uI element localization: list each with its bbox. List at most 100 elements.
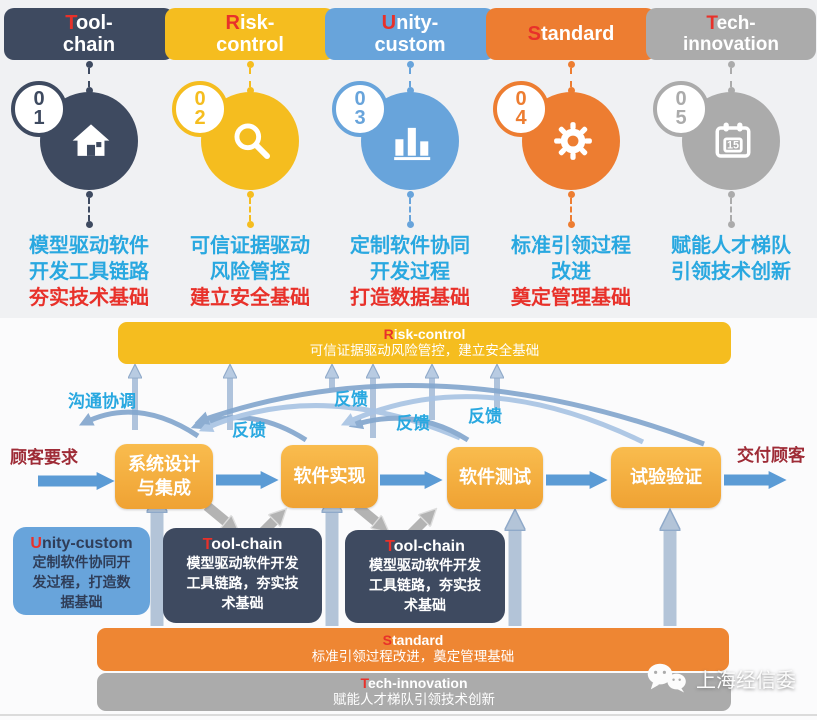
pillar-title-rest: isk- control (216, 11, 284, 56)
standard-bar-title: Standard (97, 628, 729, 649)
label-feedback-4: 反馈 (468, 407, 502, 426)
process-box-software-testing: 软件测试 (447, 447, 543, 509)
pillar-title-rest: tandard (541, 22, 615, 45)
dashed-connector (85, 191, 93, 228)
unity-box-title: Unity-custom (13, 534, 150, 554)
unity-box-body: 定制软件协同开 发过程，打造数 据基础 (32, 556, 131, 611)
pillar-title-tool-chain: Tool- chain (4, 8, 174, 60)
bar-title-rest: ech-innovation (367, 675, 468, 691)
pillar-number: 0 4 (493, 81, 549, 137)
feedback-arcs (78, 383, 705, 447)
pillar-desc-blue: 模型驱动软件 开发工具链路 (29, 235, 149, 283)
pillar-desc-blue: 可信证据驱动 风险管控 (190, 235, 310, 283)
process-box-system-design: 系统设计 与集成 (115, 444, 213, 509)
box-title-rest: nity-custom (41, 535, 133, 552)
box-title-initial: U (30, 535, 42, 552)
dashed-connector (85, 61, 93, 94)
calendar-icon: 15 (715, 122, 751, 158)
pillar-number: 0 1 (11, 81, 67, 137)
pillar-title-rest: nity- custom (374, 11, 446, 56)
tool-chain-box-1: Tool-chain 模型驱动软件开发 工具链路，夯实技 术基础 (163, 528, 322, 623)
process-box-test-verification: 试验验证 (611, 447, 721, 508)
tech-innovation-bar: Tech-innovation 赋能人才梯队引领技术创新 (97, 673, 731, 711)
watermark: 上海经信委 (646, 662, 796, 694)
box-title-rest: ool-chain (211, 536, 283, 553)
pillar-title-standard: Standard (486, 8, 656, 60)
process-box-software-implementation: 软件实现 (281, 445, 378, 508)
dashed-connector (406, 61, 414, 94)
standard-bar: Standard 标准引领过程改进，奠定管理基础 (97, 628, 729, 671)
unity-custom-box: Unity-custom 定制软件协同开 发过程，打造数 据基础 (13, 527, 150, 615)
pillar-title-initial: S (527, 22, 541, 45)
pillar-description: 标准引领过程 改进奠定管理基础 (486, 233, 656, 311)
box-title-initial: T (385, 538, 394, 555)
watermark-label: 上海经信委 (696, 669, 796, 692)
search-icon (234, 123, 271, 160)
dashed-connector (727, 61, 735, 94)
wechat-icon (647, 663, 686, 693)
pillar-number-text: 0 4 (515, 88, 527, 129)
dashed-connector (246, 61, 254, 94)
pillar-title-risk-control: Risk- control (165, 8, 335, 60)
pillar-risk-control: Risk- control 0 2 可信证据驱动 风险管控建立安全基础 (165, 0, 335, 318)
dashed-connector (567, 191, 575, 228)
pillar-number: 0 5 (653, 81, 709, 137)
pillar-title-unity-custom: Unity- custom (325, 8, 495, 60)
calendar-day: 15 (727, 140, 739, 152)
pillar-number-text: 0 3 (354, 88, 366, 129)
pillar-title-initial: T (65, 11, 77, 34)
bar-title-initial: S (382, 632, 392, 648)
pillar-desc-red: 奠定管理基础 (511, 287, 631, 309)
pillar-title-initial: U (381, 11, 397, 34)
pillar-description: 赋能人才梯队 引领技术创新 (646, 233, 816, 285)
pillar-unity-custom: Unity- custom 0 3 定制软件协同 开发过程打造数据基础 (325, 0, 495, 318)
pillar-number-text: 0 5 (675, 88, 687, 129)
label-feedback-2: 反馈 (334, 390, 368, 409)
box-title-initial: T (202, 536, 212, 553)
pillar-tech-innovation: Tech- innovation 15 0 5 赋能人才梯队 引领技术创新 (646, 0, 816, 318)
pillar-desc-blue: 赋能人才梯队 引领技术创新 (671, 235, 791, 283)
pillar-desc-blue: 定制软件协同 开发过程 (350, 235, 470, 283)
pillar-title-tech-innovation: Tech- innovation (646, 8, 816, 60)
tool-box-body: 模型驱动软件开发 工具链路，夯实技 术基础 (369, 559, 481, 614)
pillar-desc-red: 建立安全基础 (190, 287, 310, 309)
pillar-number: 0 2 (172, 81, 228, 137)
label-feedback-1: 反馈 (232, 421, 266, 440)
pillar-desc-blue: 标准引领过程 改进 (511, 235, 631, 283)
dashed-connector (406, 191, 414, 228)
bar-chart-icon (394, 127, 431, 161)
tech-bar-title: Tech-innovation (97, 673, 731, 692)
dashed-connector (246, 191, 254, 228)
standard-bar-subtitle: 标准引领过程改进，奠定管理基础 (311, 649, 515, 665)
risk-control-bar: Risk-control 可信证据驱动风险管控，建立安全基础 (118, 322, 731, 364)
tool-chain-box-2: Tool-chain 模型驱动软件开发 工具链路，夯实技 术基础 (345, 530, 505, 623)
bar-title-initial: R (383, 326, 394, 342)
arrows-to-risk-bar (135, 374, 497, 438)
bar-title-initial: T (360, 675, 368, 691)
label-deliver-to-customer: 交付顾客 (737, 446, 805, 465)
dashed-connector (727, 191, 735, 228)
pillar-tool-chain: Tool- chain 0 1 模型驱动软件 开发工具链路夯实技术基础 (4, 0, 174, 318)
pillar-number-text: 0 2 (194, 88, 206, 129)
home-icon (72, 124, 110, 156)
pillar-desc-red: 夯实技术基础 (29, 287, 149, 309)
pillar-title-initial: R (225, 11, 240, 34)
pillar-number: 0 3 (332, 81, 388, 137)
tool-box-title: Tool-chain (163, 535, 322, 555)
pillar-number-text: 0 1 (33, 88, 45, 129)
tool-box-title: Tool-chain (345, 537, 505, 557)
pillar-standard: Standard (486, 0, 656, 318)
risk-bar-title: Risk-control (118, 322, 731, 343)
bottom-divider (0, 714, 817, 716)
gear-icon (554, 122, 592, 160)
box-title-rest: ool-chain (393, 538, 465, 555)
dashed-connector (567, 61, 575, 94)
tool-box-body: 模型驱动软件开发 工具链路，夯实技 术基础 (186, 557, 299, 612)
pillar-description: 模型驱动软件 开发工具链路夯实技术基础 (4, 233, 174, 311)
pillar-description: 可信证据驱动 风险管控建立安全基础 (165, 233, 335, 311)
pillar-desc-red: 打造数据基础 (350, 287, 470, 309)
pillar-title-rest: ech- innovation (682, 12, 780, 55)
label-customer-requirements: 顾客要求 (10, 448, 78, 467)
risk-bar-subtitle: 可信证据驱动风险管控，建立安全基础 (309, 343, 540, 359)
